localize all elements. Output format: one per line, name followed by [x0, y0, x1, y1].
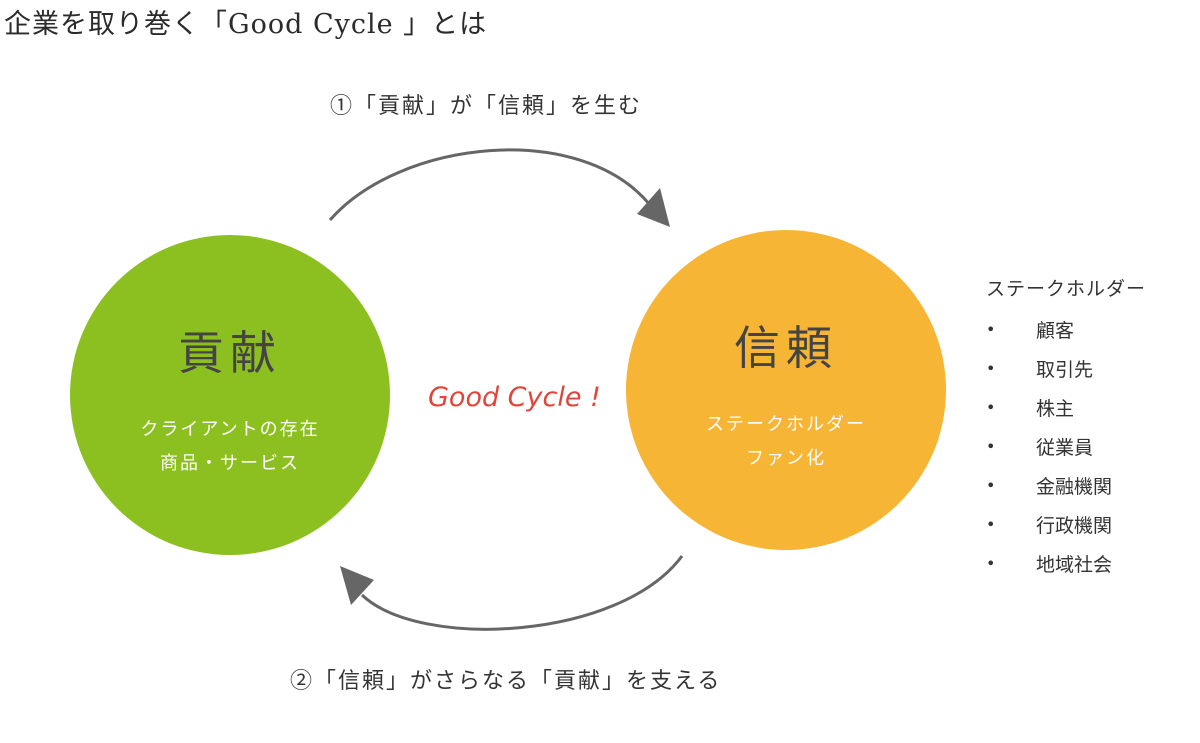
contribution-line-2: 商品・サービス	[160, 453, 300, 474]
stakeholder-item-label: 行政機関	[1036, 515, 1113, 537]
bullet-icon: •	[986, 398, 996, 417]
stakeholder-heading: ステークホルダー	[986, 278, 1147, 300]
bullet-icon: •	[986, 359, 996, 378]
trust-line-1: ステークホルダー	[706, 414, 866, 435]
bullet-icon: •	[986, 554, 996, 573]
list-item: • 顧客	[986, 310, 1112, 349]
cycle-step-1-label: ①「貢献」が「信頼」を生む	[330, 94, 643, 119]
bullet-icon: •	[986, 437, 996, 456]
list-item: • 株主	[986, 388, 1112, 427]
bottom-arc-arrow	[360, 555, 684, 631]
stakeholder-item-label: 従業員	[1036, 437, 1094, 459]
stakeholder-item-label: 金融機関	[1036, 476, 1113, 498]
contribution-line-1: クライアントの存在	[140, 419, 320, 440]
top-arc-arrow	[328, 148, 652, 221]
bullet-icon: •	[986, 515, 996, 534]
contribution-title: 貢献	[178, 326, 282, 380]
good-cycle-label: Good Cycle !	[428, 382, 601, 413]
stakeholder-item-label: 取引先	[1036, 359, 1094, 381]
page-title: 企業を取り巻く「Good Cycle 」とは	[4, 9, 488, 40]
bullet-icon: •	[986, 476, 996, 495]
list-item: • 金融機関	[986, 466, 1112, 505]
trust-circle: 信頼 ステークホルダー ファン化	[626, 230, 946, 550]
cycle-step-2-label: ②「信頼」がさらなる「貢献」を支える	[290, 669, 722, 694]
bullet-icon: •	[986, 320, 996, 339]
top-arrowhead	[637, 188, 670, 227]
trust-title: 信頼	[734, 321, 838, 375]
list-item: • 地域社会	[986, 544, 1112, 583]
list-item: • 従業員	[986, 427, 1112, 466]
stakeholder-item-label: 顧客	[1036, 320, 1075, 342]
contribution-circle: 貢献 クライアントの存在 商品・サービス	[70, 235, 390, 555]
stakeholder-item-label: 株主	[1036, 398, 1075, 420]
list-item: • 取引先	[986, 349, 1112, 388]
bottom-arrowhead	[340, 566, 374, 605]
list-item: • 行政機関	[986, 505, 1112, 544]
trust-line-2: ファン化	[746, 448, 826, 469]
stakeholder-list: • 顧客 • 取引先 • 株主 • 従業員 • 金融機関 • 行政機関 • 地域社会	[986, 310, 1112, 583]
stakeholder-item-label: 地域社会	[1036, 554, 1113, 576]
